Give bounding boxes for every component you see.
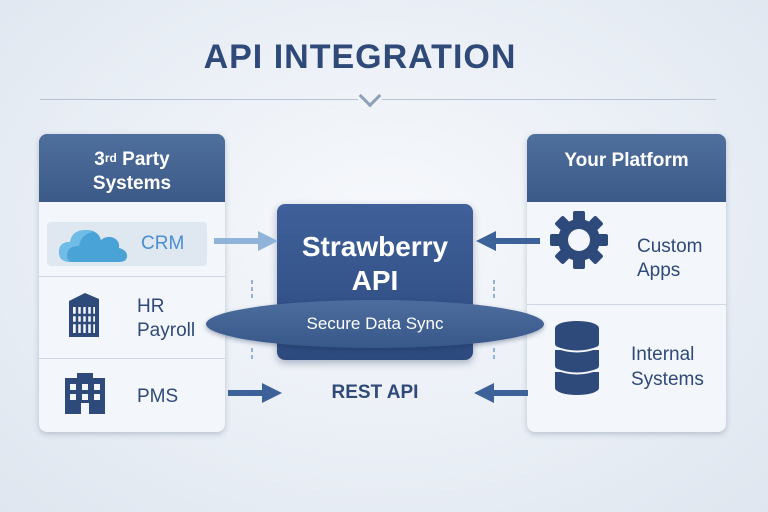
pms-label: PMS [137,386,179,407]
secure-data-sync-ring: Secure Data Sync [206,300,544,348]
systems-label: Systems [631,369,704,390]
arrow-right-icon [214,231,278,251]
cloud-icon [59,230,127,262]
panel-title: 3rd Party Systems [92,149,172,194]
row-divider [39,276,225,277]
row-divider [527,304,726,305]
database-icon [554,321,600,395]
gear-icon [550,211,608,269]
apps-label: Apps [637,260,681,281]
panel-header: 3rd Party Systems [39,134,225,202]
title-divider-right [382,99,716,100]
rest-api-label: REST API [331,382,419,403]
arrow-left-icon [474,383,528,403]
hr-payroll-icon [69,293,99,337]
panel-title: Your Platform [564,150,689,171]
custom-label: Custom [637,236,703,257]
your-platform-panel: Your Platform Custom Apps [527,134,726,432]
strawberry-api-title: Strawberry API [301,231,449,296]
crm-label: CRM [141,233,185,254]
building-icon [65,373,105,414]
secure-data-sync-label: Secure Data Sync [306,314,444,333]
arrow-left-icon [476,231,540,251]
page-title: API INTEGRATION [203,38,517,76]
hr-label: HR [137,296,165,317]
panel-header: Your Platform [527,134,726,202]
row-divider [39,358,225,359]
internal-label: Internal [631,344,695,365]
title-divider-left [40,99,358,100]
arrow-right-icon [228,383,282,403]
payroll-label: Payroll [137,320,196,341]
third-party-systems-panel: 3rd Party Systems CRM HR Payroll [39,134,225,432]
